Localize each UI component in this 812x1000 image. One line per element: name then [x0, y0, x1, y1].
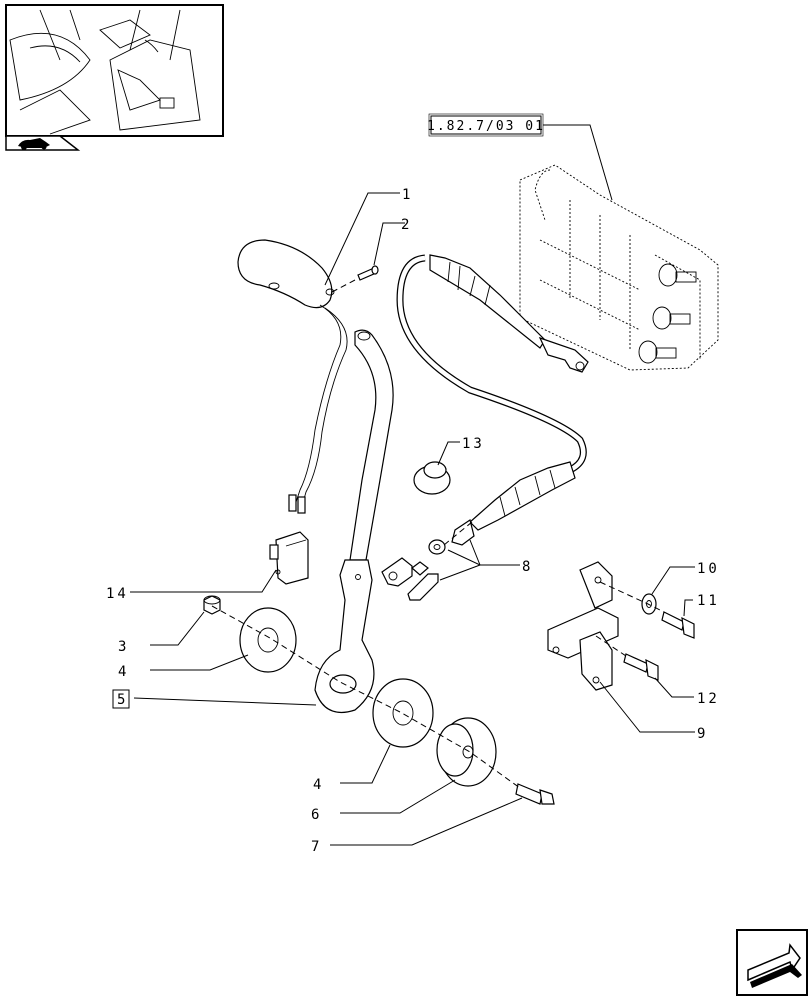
- next-page-arrow-icon[interactable]: [736, 929, 808, 996]
- callout-4-lower[interactable]: 4: [313, 777, 324, 793]
- leader-lines: [130, 192, 695, 846]
- valve-block: [519, 164, 719, 371]
- callout-3[interactable]: 3: [118, 639, 129, 655]
- callout-5: 5: [117, 692, 128, 708]
- control-cable: [396, 254, 589, 546]
- callout-9[interactable]: 9: [697, 726, 708, 742]
- callout-11[interactable]: 11: [697, 593, 720, 609]
- tractor-silhouette-icon: [5, 135, 81, 151]
- callout-13[interactable]: 13: [462, 436, 485, 452]
- callout-5-boxed[interactable]: 5: [112, 689, 130, 709]
- screw-part-2: [331, 265, 379, 293]
- callout-10[interactable]: 10: [697, 561, 720, 577]
- bolt-part-7: [515, 783, 555, 805]
- callout-1[interactable]: 1: [402, 187, 413, 203]
- callout-2[interactable]: 2: [401, 217, 412, 233]
- reference-box-text: 1.82.7/03 01: [427, 119, 545, 134]
- bolt-part-11: [661, 611, 695, 639]
- tractor-cab-thumbnail: [5, 4, 224, 137]
- connector-part-14: [269, 531, 309, 585]
- grommet-part-13: [413, 461, 451, 495]
- bracket-part-9: [547, 561, 619, 691]
- washer-part-4-upper: [239, 607, 297, 673]
- callout-7[interactable]: 7: [311, 839, 322, 855]
- lever-knob: [237, 239, 335, 309]
- clevis-set-part-8: [381, 539, 446, 601]
- callout-8[interactable]: 8: [522, 559, 533, 575]
- callout-14[interactable]: 14: [106, 586, 129, 602]
- callout-12[interactable]: 12: [697, 691, 720, 707]
- bolt-part-12: [623, 653, 659, 681]
- washer-part-4-lower: [372, 678, 434, 748]
- lever-rod: [314, 329, 394, 714]
- nut-part-3: [203, 595, 221, 615]
- spring-washer-part-6: [436, 717, 497, 787]
- callout-6[interactable]: 6: [311, 807, 322, 823]
- callout-4-upper[interactable]: 4: [118, 664, 129, 680]
- reference-box[interactable]: 1.82.7/03 01: [427, 113, 545, 137]
